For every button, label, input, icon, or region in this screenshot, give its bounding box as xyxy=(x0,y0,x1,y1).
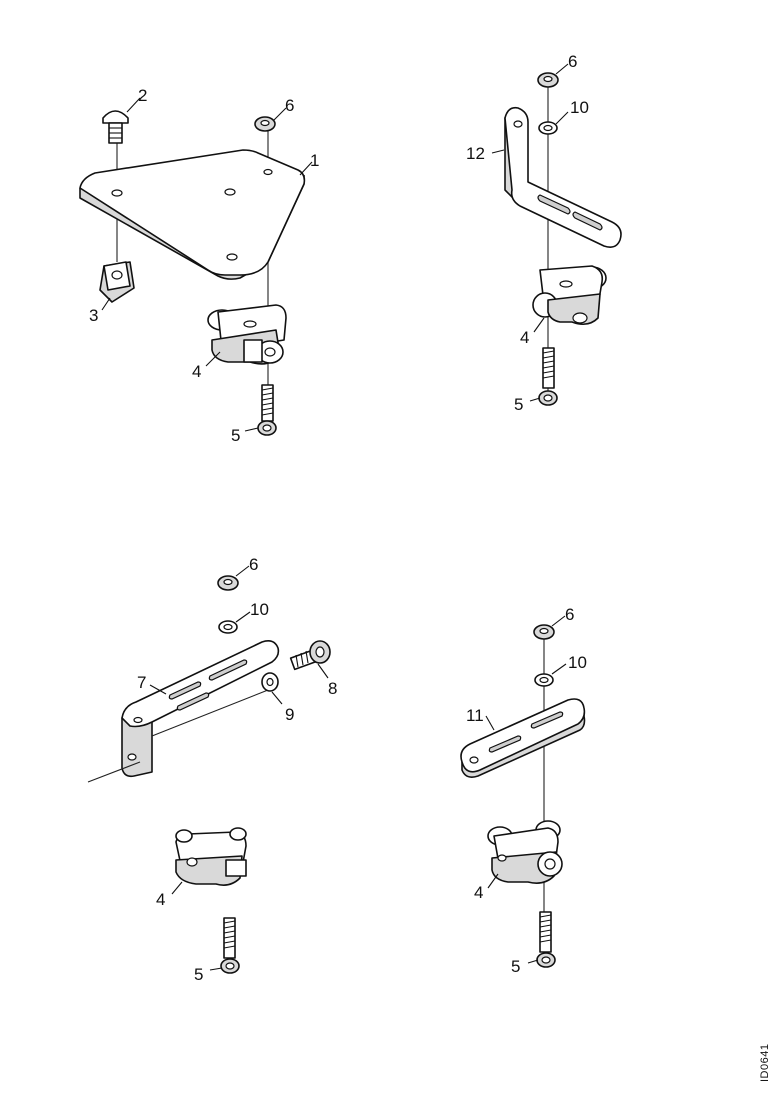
callout-6: 6 xyxy=(249,555,258,574)
part-11-slotted-bracket xyxy=(460,698,586,778)
callout-3: 3 xyxy=(89,306,98,325)
callout-10: 10 xyxy=(568,653,587,672)
callout-8: 8 xyxy=(328,679,337,698)
figure-reference: ID0641 xyxy=(759,1044,771,1082)
part-6-hex-nut xyxy=(537,72,559,88)
callout-5: 5 xyxy=(231,426,240,445)
part-5-screw xyxy=(257,384,277,436)
part-5-screw xyxy=(220,917,240,974)
part-4-pipe-clamp xyxy=(532,265,607,326)
part-2-carriage-bolt xyxy=(102,110,129,144)
callout-4: 4 xyxy=(520,328,529,347)
callout-5: 5 xyxy=(194,965,203,984)
part-5-screw xyxy=(536,911,556,968)
callout-4: 4 xyxy=(474,883,483,902)
callout-12: 12 xyxy=(466,144,485,163)
part-3-cage-nut xyxy=(99,261,135,303)
callout-6: 6 xyxy=(568,52,577,71)
part-6-hex-nut xyxy=(254,116,276,132)
callout-5: 5 xyxy=(514,395,523,414)
part-6-hex-nut xyxy=(533,624,555,640)
part-6-hex-nut xyxy=(217,575,239,591)
callout-4: 4 xyxy=(192,362,201,381)
assembly-l-bracket: 6 10 12 4 5 xyxy=(466,52,622,414)
callout-4: 4 xyxy=(156,890,165,909)
part-4-pipe-clamp xyxy=(207,304,287,365)
part-5-screw xyxy=(538,347,558,406)
assembly-triangular-plate: 2 6 1 3 4 5 xyxy=(79,86,319,445)
callout-10: 10 xyxy=(250,600,269,619)
part-7-angle-bracket xyxy=(121,640,280,778)
callout-9: 9 xyxy=(285,705,294,724)
part-9-washer xyxy=(261,672,279,692)
part-12-l-bracket xyxy=(504,106,622,248)
part-4-pipe-clamp xyxy=(487,820,563,884)
callout-11: 11 xyxy=(466,706,484,725)
callout-7: 7 xyxy=(137,673,146,692)
callout-1: 1 xyxy=(310,151,319,170)
part-8-hex-bolt xyxy=(289,640,331,671)
callout-10: 10 xyxy=(570,98,589,117)
callout-2: 2 xyxy=(138,86,147,105)
part-10-washer xyxy=(218,620,238,634)
callout-5: 5 xyxy=(511,957,520,976)
callout-6: 6 xyxy=(285,96,294,115)
part-4-pipe-clamp xyxy=(175,827,247,886)
assembly-flat-slotted-bracket: 6 10 11 4 5 xyxy=(460,605,587,976)
part-10-washer xyxy=(538,121,558,135)
callout-6: 6 xyxy=(565,605,574,624)
part-10-washer xyxy=(534,673,554,687)
assembly-angle-bracket: 6 10 7 8 9 4 5 xyxy=(87,555,337,984)
part-1-triangular-plate xyxy=(79,149,306,280)
